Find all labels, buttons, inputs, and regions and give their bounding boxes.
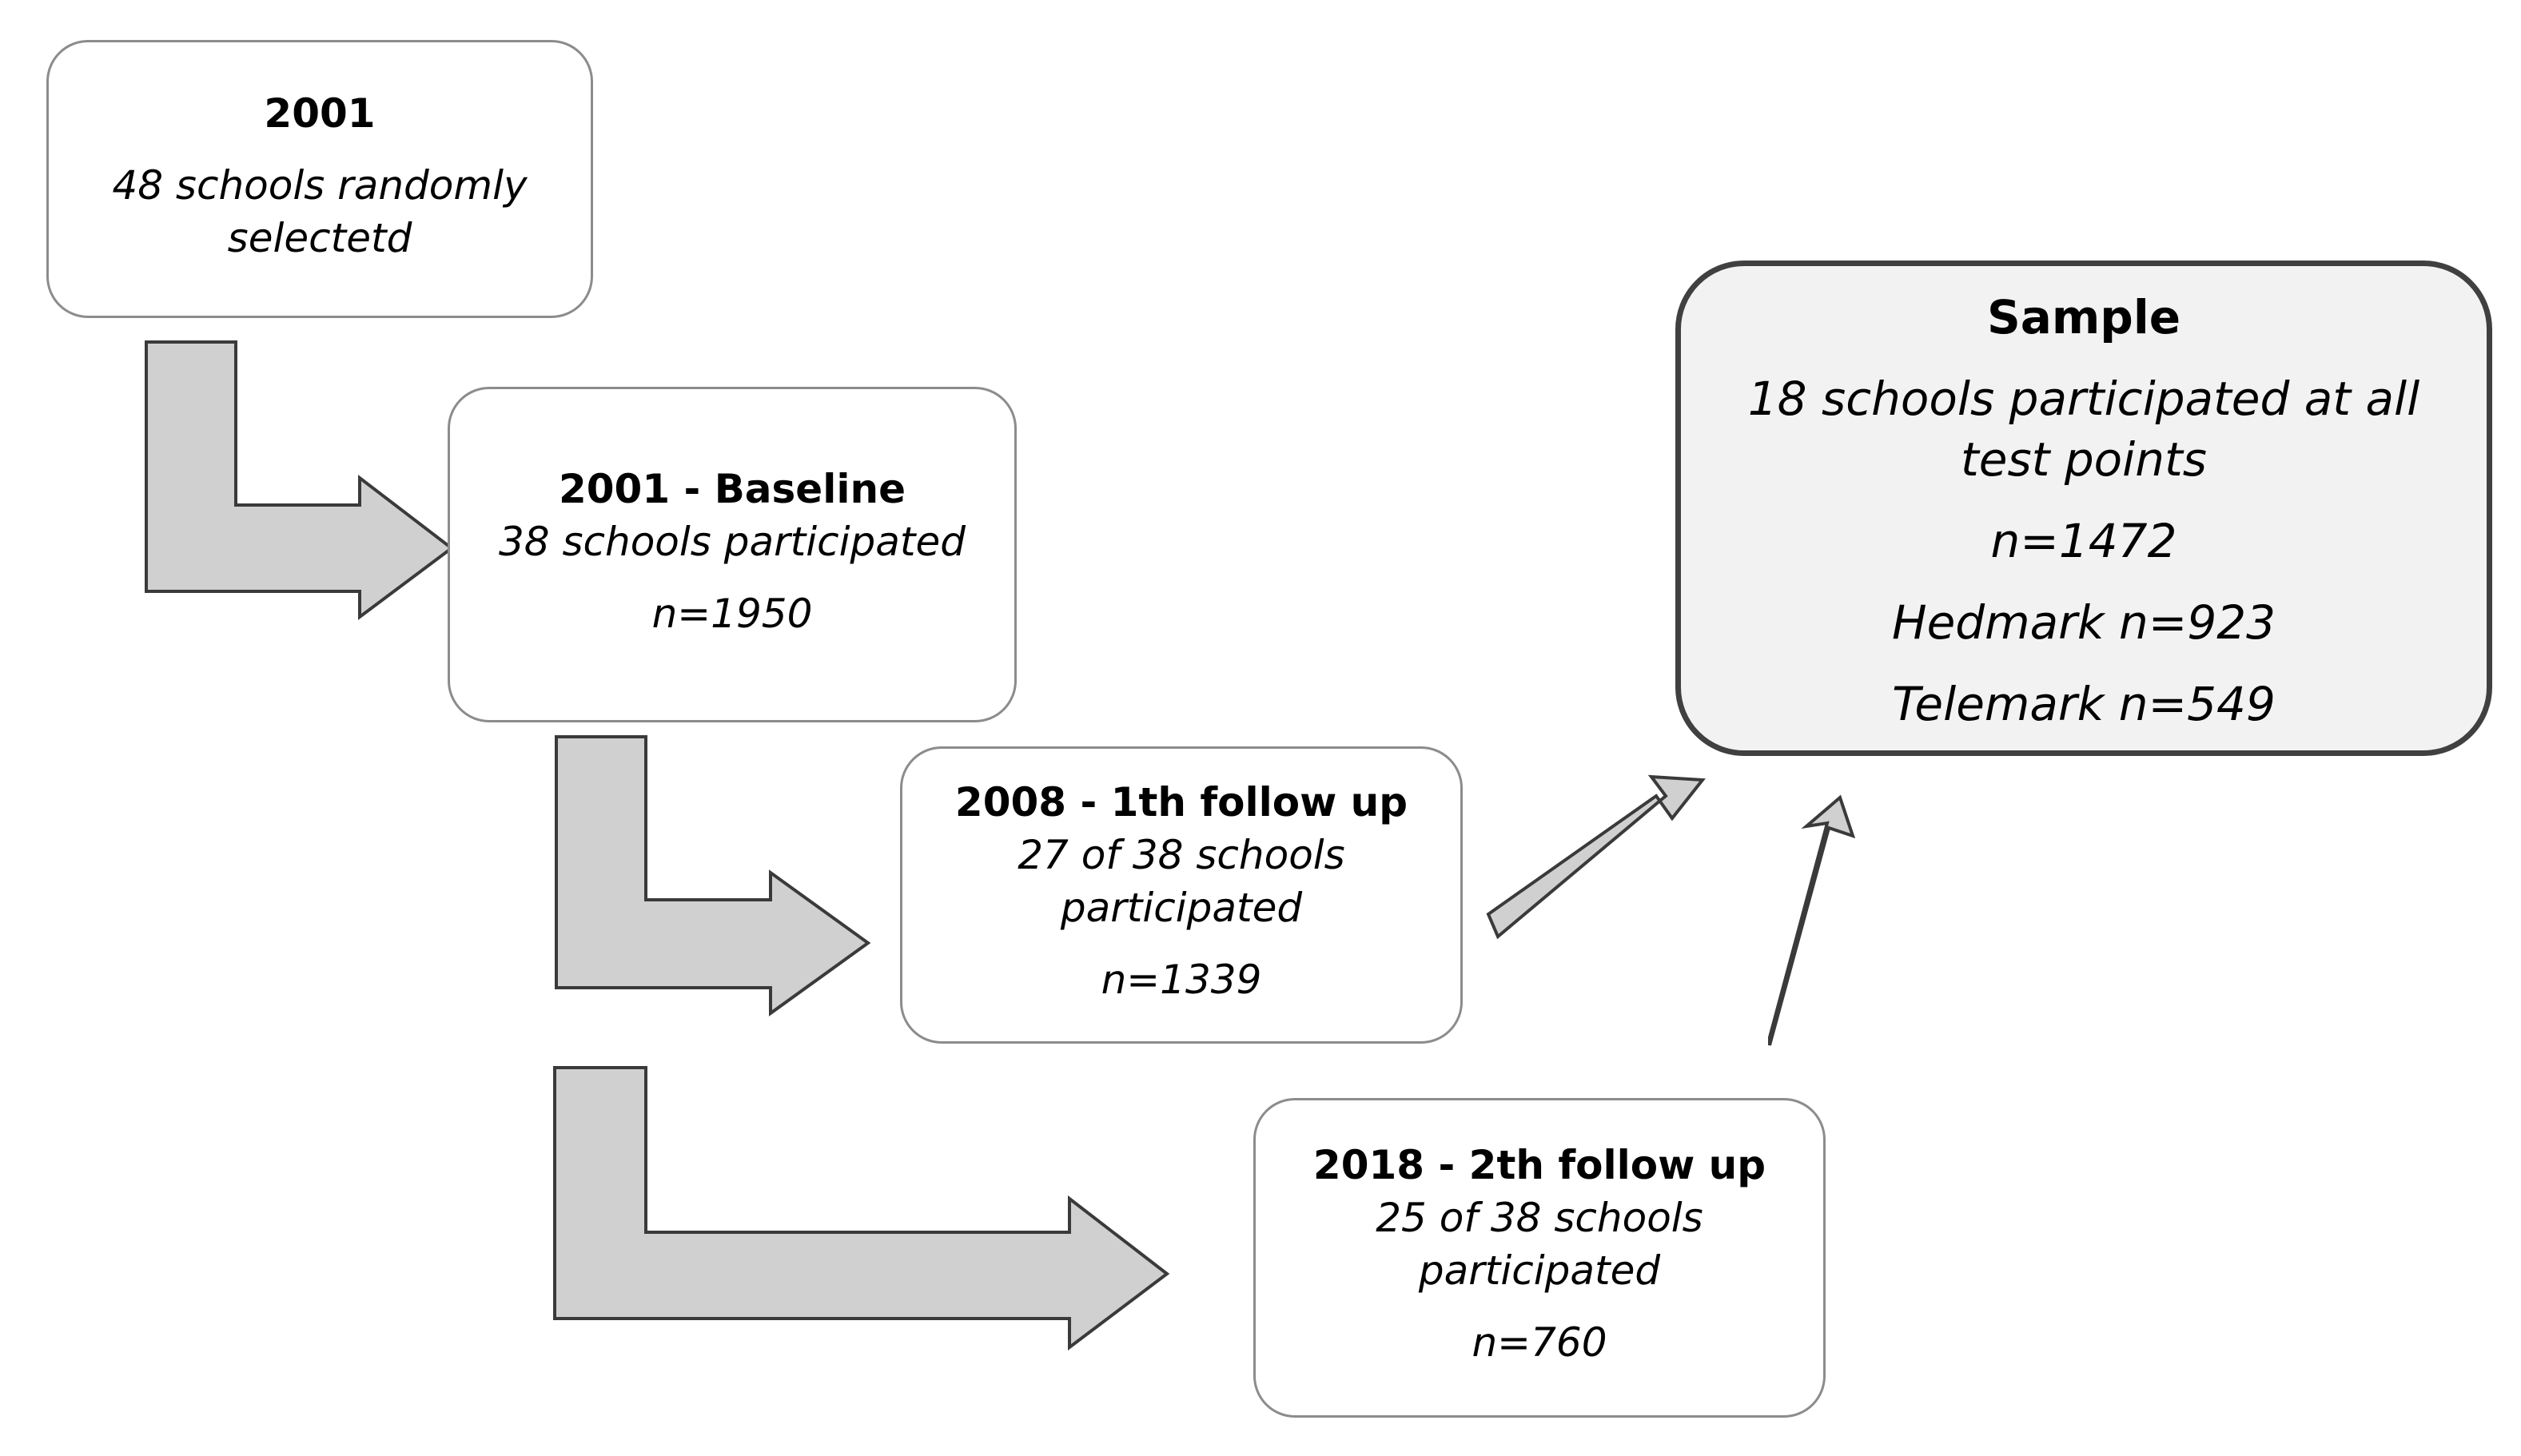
box-2018-followup: 2018 - 2th follow up 25 of 38 schools pa… [1253, 1098, 1826, 1418]
box-count-hedmark: Hedmark n=923 [1891, 595, 2276, 650]
box-text: 27 of 38 schools [1018, 832, 1345, 878]
box-text: selectetd [227, 215, 412, 261]
box-count-telemark: Telemark n=549 [1892, 677, 2276, 731]
box-count: n=1339 [1101, 957, 1262, 1003]
diagonal-arrow-followup2-to-sample [1768, 794, 1856, 1046]
box-text: 18 schools participated at all [1747, 372, 2420, 426]
elbow-arrow-start-to-baseline [145, 340, 455, 620]
box-2008-followup: 2008 - 1th follow up 27 of 38 schools pa… [900, 746, 1463, 1044]
box-text: test points [1961, 432, 2207, 487]
diagonal-arrow-followup1-to-sample [1486, 774, 1706, 940]
box-title: Sample [1986, 290, 2181, 344]
box-text: 25 of 38 schools [1376, 1195, 1703, 1241]
box-sample: Sample 18 schools participated at all te… [1675, 261, 2492, 756]
box-text: 38 schools participated [498, 519, 966, 565]
box-count: n=760 [1472, 1319, 1607, 1366]
box-text: 48 schools randomly [112, 162, 528, 209]
elbow-arrow-to-followup2 [553, 1066, 1170, 1351]
box-title: 2001 [264, 90, 376, 137]
elbow-arrow-baseline-to-followup1 [555, 735, 871, 1016]
box-title: 2008 - 1th follow up [954, 779, 1408, 825]
box-text: participated [1060, 885, 1303, 931]
box-2001-baseline: 2001 - Baseline 38 schools participated … [448, 387, 1017, 722]
box-title: 2001 - Baseline [558, 466, 906, 512]
box-count: n=1950 [651, 591, 813, 637]
box-text: participated [1418, 1247, 1661, 1294]
box-count: n=1472 [1990, 514, 2177, 568]
box-2001-selection: 2001 48 schools randomly selectetd [46, 40, 593, 318]
box-title: 2018 - 2th follow up [1312, 1142, 1766, 1188]
